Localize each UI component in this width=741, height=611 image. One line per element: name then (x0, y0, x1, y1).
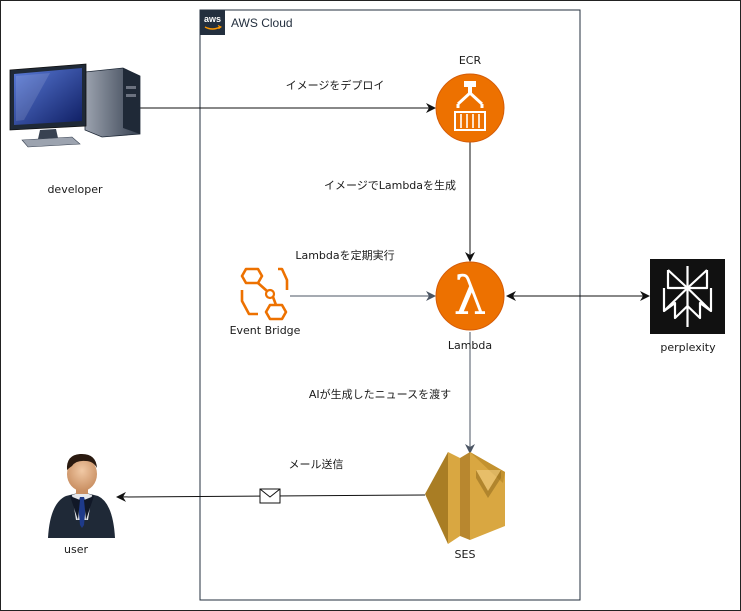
user-node: user (48, 453, 115, 556)
aws-logo-icon: aws (200, 10, 225, 35)
lambda-node: λ Lambda (435, 261, 505, 352)
ecr-node: ECR (435, 54, 505, 143)
user-label: user (64, 543, 88, 556)
edge-label-deploy: イメージをデプロイ (286, 78, 385, 92)
eventbridge-node: Event Bridge (230, 267, 301, 337)
perplexity-label: perplexity (660, 341, 716, 354)
desktop-computer-icon (9, 63, 141, 148)
aws-cloud-border (199, 9, 581, 601)
businessman-icon (48, 453, 115, 538)
aws-badge-text: aws (204, 14, 221, 24)
ses-node: SES (425, 452, 505, 561)
edge-label-send-mail: メール送信 (289, 457, 344, 471)
ses-icon (425, 452, 505, 544)
perplexity-logo-icon (650, 259, 725, 334)
lambda-label: Lambda (448, 339, 492, 352)
perplexity-node: perplexity (650, 259, 725, 354)
eventbridge-icon (240, 267, 289, 321)
eventbridge-label: Event Bridge (230, 324, 301, 337)
aws-cloud-group: aws AWS Cloud (199, 9, 581, 601)
container-registry-icon (435, 73, 505, 143)
edge-label-schedule: Lambdaを定期実行 (295, 248, 394, 262)
lambda-symbol: λ (454, 267, 487, 327)
aws-cloud-title: AWS Cloud (231, 16, 293, 30)
developer-node: developer (9, 63, 141, 196)
lambda-icon: λ (435, 261, 505, 331)
envelope-icon (259, 488, 281, 504)
edge-label-pass-news: AIが生成したニュースを渡す (309, 387, 451, 401)
ecr-label: ECR (459, 54, 482, 67)
ses-label: SES (455, 548, 476, 561)
edge-label-create-lambda: イメージでLambdaを生成 (324, 178, 456, 192)
developer-label: developer (47, 183, 103, 196)
